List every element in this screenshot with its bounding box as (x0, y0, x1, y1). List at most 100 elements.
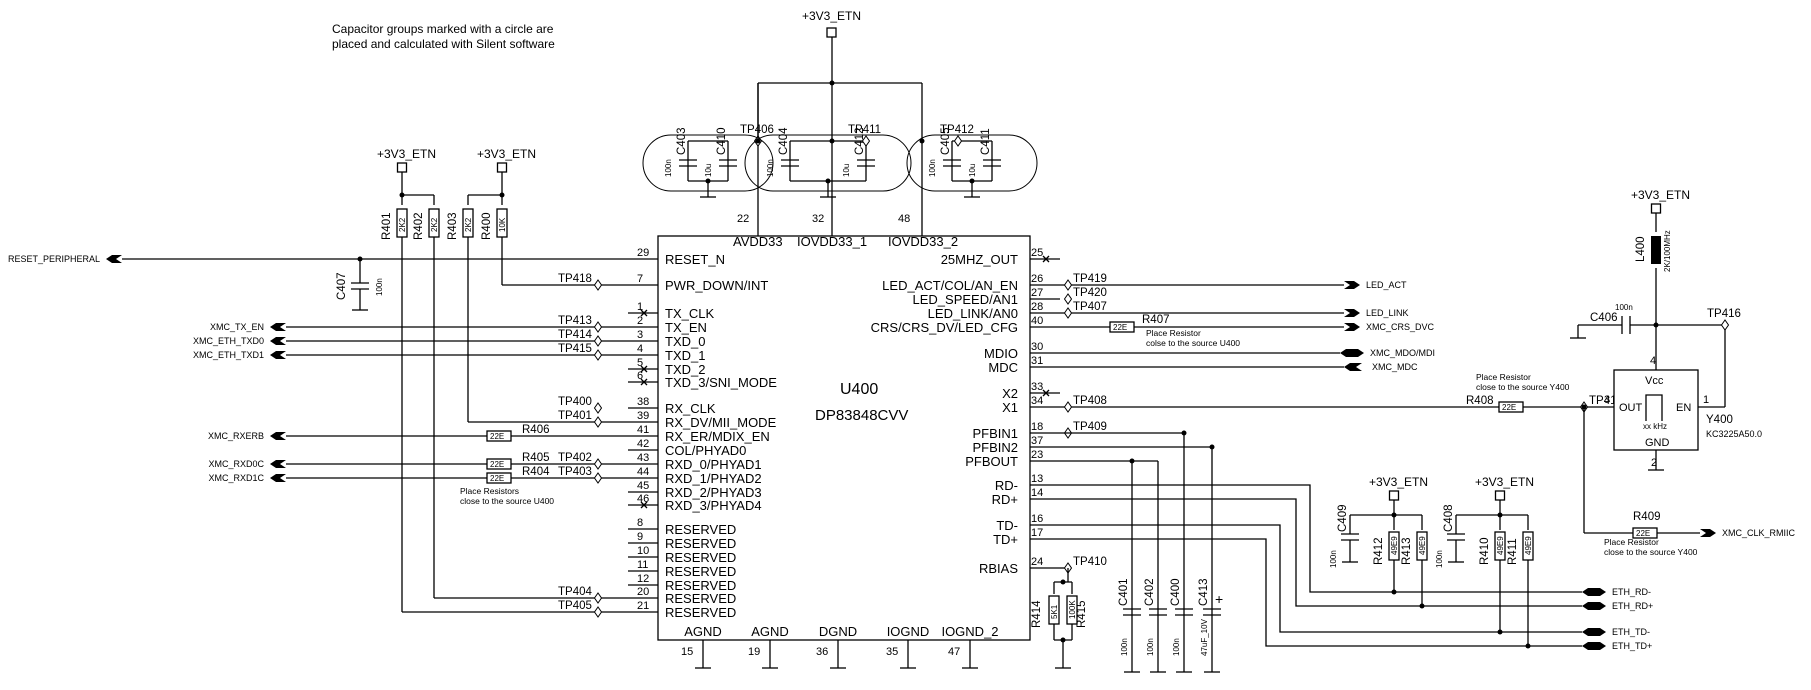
testpoint-label: TP418 (558, 273, 592, 285)
resistor-value: 49E9 (1418, 536, 1427, 555)
u400-right-pin-number: 25 (1031, 247, 1043, 259)
testpoint-marker (1063, 401, 1073, 413)
y400-pin: 2 (1651, 457, 1657, 469)
u400-left-pin-number: 10 (637, 545, 649, 557)
net-label: ETH_TD- (1612, 627, 1650, 637)
resistor-value: 5K1 (1050, 604, 1059, 619)
u400-right-pin-number: 28 (1031, 301, 1043, 313)
net-label: XMC_ETH_TXD0 (193, 336, 264, 346)
u400-left-pin-name: RESERVED (665, 564, 736, 579)
resistor-ref: R408 (1466, 395, 1494, 407)
u400-body (657, 235, 1031, 641)
u400-left-pin-name: RX_ER/MDIX_EN (665, 429, 770, 444)
capacitor-ref: C404 (778, 127, 790, 155)
u400-left-pin-name: COL/PHYAD0 (665, 443, 746, 458)
junction (829, 138, 835, 144)
testpoint-label: TP406 (740, 124, 774, 136)
u400-left-pin-name: TXD_3/SNI_MODE (665, 375, 777, 390)
resistor-ref: R411 (1507, 538, 1519, 565)
capacitor-ref: C406 (1590, 312, 1618, 324)
u400-left-pin-number: 46 (637, 493, 649, 505)
net-port-arrow (1582, 628, 1606, 636)
u400-left-pin-number: 2 (637, 315, 643, 327)
u400-left-pin-name: TXD_2 (665, 362, 705, 377)
note-line-2: placed and calculated with Silent softwa… (332, 37, 555, 51)
resistor-ref: R414 (1031, 600, 1043, 628)
y400-vcc-label: Vcc (1645, 375, 1664, 387)
u400-left-pin-number: 45 (637, 480, 649, 492)
no-connect (1042, 389, 1050, 397)
u400-right-pin-number: 31 (1031, 355, 1043, 367)
note-line-1: Capacitor groups marked with a circle ar… (332, 22, 554, 36)
net-label: RESET_PERIPHERAL (8, 254, 100, 264)
u400-right-pin-number: 13 (1031, 473, 1043, 485)
net-label: XMC_CRS_DVC (1366, 322, 1435, 332)
resistor-body (1632, 527, 1658, 539)
junction (1060, 579, 1066, 585)
resistor-ref: R402 (413, 213, 425, 241)
net-port-arrow (270, 337, 286, 345)
power-label: +3V3_ETN (1369, 475, 1428, 489)
testpoint-label: TP401 (558, 410, 592, 422)
capacitor-ref: C407 (336, 273, 348, 301)
u400-right-pin-name: X2 (1002, 386, 1018, 401)
net-port-arrow (1344, 363, 1362, 371)
u400-right-pin-number: 17 (1031, 527, 1043, 539)
power-port (396, 162, 408, 173)
svg-text:32: 32 (812, 213, 824, 225)
svg-text:22: 22 (737, 213, 749, 225)
u400-left-pin-name: TXD_0 (665, 334, 705, 349)
y400-gnd-label: GND (1645, 437, 1670, 449)
eth-td-minus (1060, 524, 1582, 633)
net-port-arrow (1344, 323, 1360, 331)
net-label: LED_LINK (1366, 308, 1409, 318)
capacitor-ref: C409 (1337, 505, 1349, 533)
resistor-body (486, 472, 512, 484)
junction (825, 178, 831, 184)
u400-bottom-pin-number: 19 (748, 646, 760, 658)
u400-part: DP83848CVV (815, 407, 908, 424)
resistor-value: 22E (490, 474, 504, 483)
capacitor-value: 10u (704, 164, 713, 177)
net-port-arrow (270, 474, 286, 482)
y400-part: KC3225A50.0 (1706, 429, 1762, 439)
testpoint-marker (861, 135, 871, 147)
eth-rd-plus (1060, 498, 1582, 607)
resistor-body (486, 430, 512, 442)
u400-left-pin-name: PWR_DOWN/INT (665, 278, 768, 293)
resistor-value: 49E9 (1496, 536, 1505, 555)
resistor-value: 22E (1113, 323, 1127, 332)
u400-right-pin-number: 14 (1031, 487, 1043, 499)
polarity-mark: + (1215, 591, 1223, 607)
u400-bottom-pin-number: 15 (681, 646, 693, 658)
u400-right-pin-name: RD+ (992, 492, 1018, 507)
resistor-value: 2K2 (464, 217, 473, 232)
no-connect (640, 378, 648, 386)
capacitor-value: 100n (1172, 638, 1181, 656)
net-port-arrow (270, 432, 286, 440)
u400-left-pin-number: 44 (637, 466, 649, 478)
svg-text:IOVDD33_1: IOVDD33_1 (797, 234, 867, 249)
resistor-value: 10K (498, 217, 507, 232)
u400-bottom-pin-number: 35 (886, 646, 898, 658)
power-port (1388, 490, 1400, 501)
u400-left-pin-number: 4 (637, 343, 643, 355)
capacitor-value: 100n (1120, 638, 1129, 656)
junction (1391, 589, 1397, 595)
net-label: ETH_TD+ (1612, 641, 1652, 651)
u400-bottom-pin-number: 36 (816, 646, 828, 658)
resistor-ref: R410 (1479, 538, 1491, 566)
u400-left-pin-name: RESERVED (665, 550, 736, 565)
note-place-y400: close to the source Y400 (1604, 547, 1698, 557)
note-place-u400: close to the source U400 (460, 496, 554, 506)
testpoint-marker (593, 592, 603, 604)
u400-left-pin-name: RX_DV/MII_MODE (665, 415, 777, 430)
u400-right-pin-number: 23 (1031, 449, 1043, 461)
junction (705, 178, 711, 184)
y400-freq-label: xx kHz (1643, 422, 1667, 431)
u400-left-pin-name: TX_EN (665, 320, 707, 335)
no-connect (640, 501, 648, 509)
u400-right-pin-name: 25MHZ_OUT (941, 252, 1018, 267)
power-port (1494, 490, 1506, 501)
u400-right-pin-name: TD- (996, 518, 1018, 533)
